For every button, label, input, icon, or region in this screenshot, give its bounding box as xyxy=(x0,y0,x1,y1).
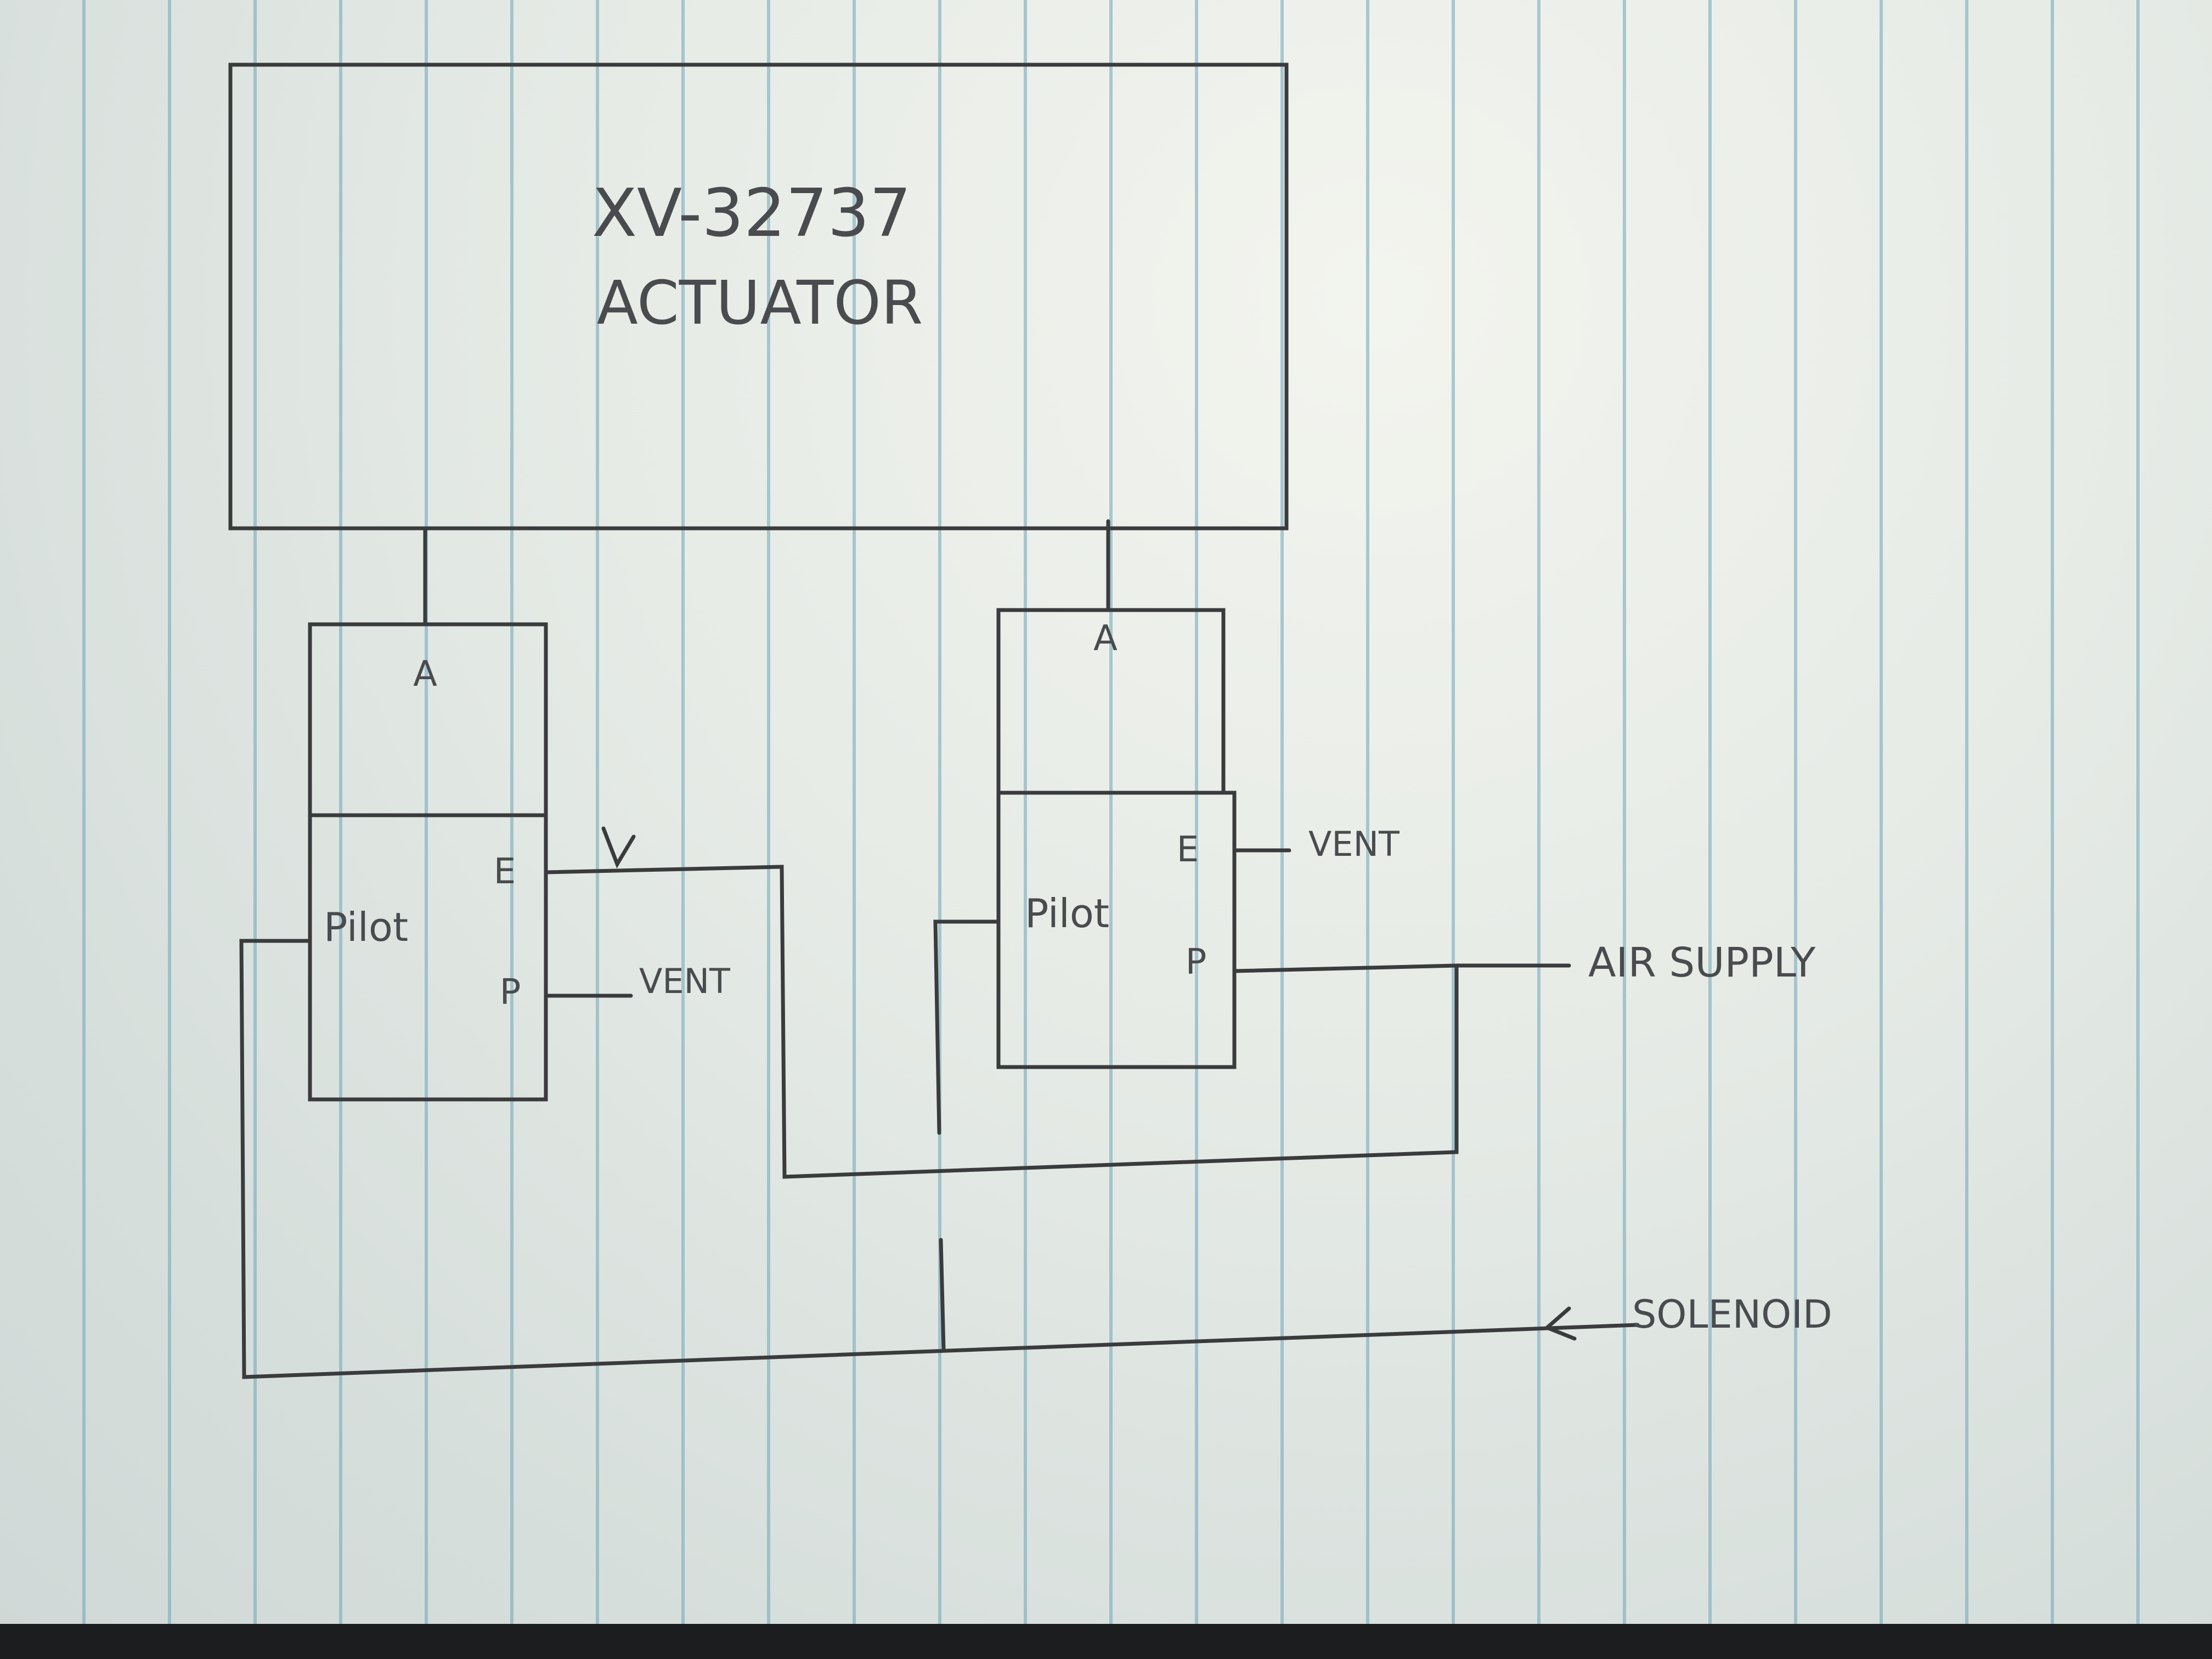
actuator-label: ACTUATOR xyxy=(597,268,923,338)
air-flow-arrow xyxy=(601,826,636,868)
right-valve-vent: VENT xyxy=(1308,824,1400,864)
left-valve-pilot-section xyxy=(308,813,548,1102)
air-supply-label: AIR SUPPLY xyxy=(1588,939,1816,986)
air-supply-line xyxy=(544,865,1459,1179)
solenoid-drop xyxy=(939,1238,946,1352)
left-valve-port-a: A xyxy=(413,654,437,695)
left-valve-vent: VENT xyxy=(639,961,731,1001)
actuator-box xyxy=(228,63,1289,531)
actuator-tag: XV-32737 xyxy=(592,176,911,252)
left-valve-port-e: E xyxy=(494,851,516,892)
solenoid-arrow xyxy=(1543,1306,1577,1341)
right-valve-pilot-section xyxy=(996,791,1237,1069)
right-valve-pilot: Pilot xyxy=(1025,890,1109,936)
left-valve-pilot: Pilot xyxy=(324,904,408,950)
right-valve-port-a: A xyxy=(1093,618,1118,659)
right-pilot-line xyxy=(933,919,1001,1135)
right-valve-port-e: E xyxy=(1177,830,1199,870)
left-valve-port-p: P xyxy=(500,972,521,1013)
solenoid-line xyxy=(239,939,1640,1379)
left-valve-a-section xyxy=(308,622,548,817)
solenoid-label: SOLENOID xyxy=(1632,1292,1832,1337)
desk-edge xyxy=(0,1624,2212,1659)
right-valve-port-p: P xyxy=(1186,942,1207,983)
